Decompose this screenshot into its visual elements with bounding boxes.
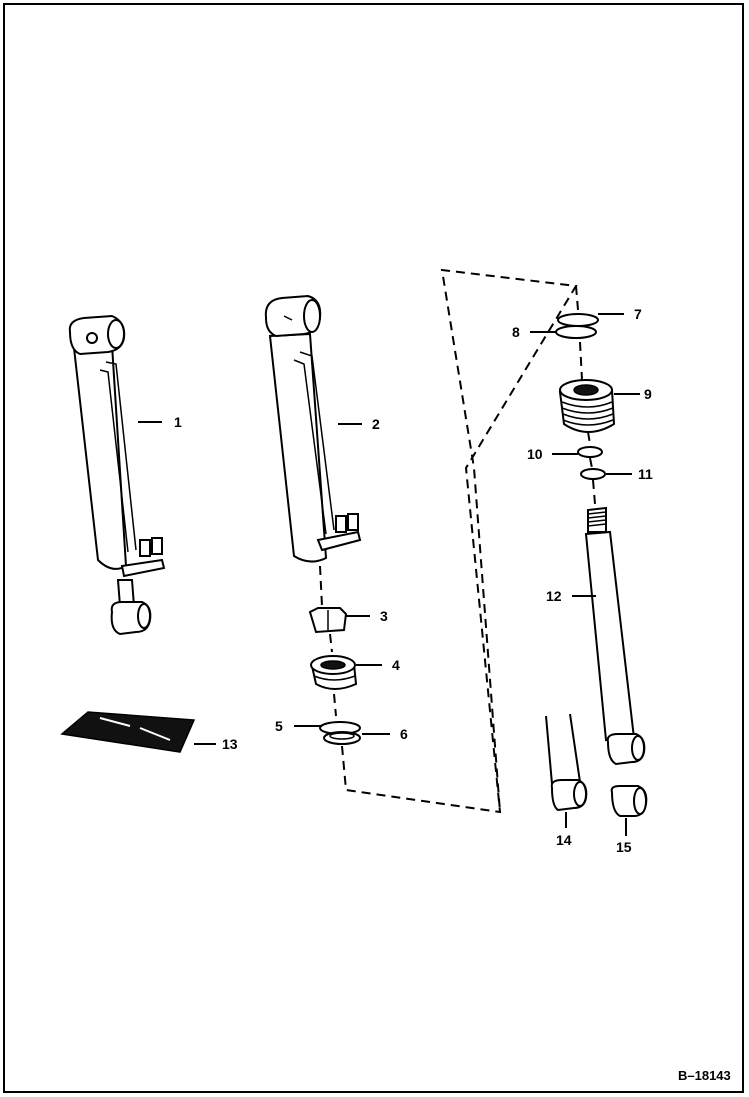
seal-ring-5-6: [319, 721, 361, 745]
callout-12: 12: [546, 588, 562, 604]
callout-13: 13: [222, 736, 238, 752]
cylinder-barrel-2: [264, 294, 362, 563]
bushing-14: [545, 713, 588, 812]
callout-8: 8: [512, 324, 520, 340]
diagram-frame: [3, 3, 744, 1093]
leader-lines: [138, 313, 640, 836]
callout-10: 10: [527, 446, 543, 462]
cylinder-head-9: [558, 379, 616, 433]
callout-15: 15: [616, 839, 632, 855]
callout-5: 5: [275, 718, 283, 734]
callout-14: 14: [556, 832, 572, 848]
callout-7: 7: [634, 306, 642, 322]
o-ring-11: [580, 468, 606, 480]
piston-4: [310, 655, 358, 690]
wear-rings-7-8: [555, 313, 599, 339]
callout-11: 11: [638, 466, 653, 482]
callout-6: 6: [400, 726, 408, 742]
lock-nut-3: [308, 607, 348, 634]
callout-4: 4: [392, 657, 400, 673]
callout-2: 2: [372, 416, 380, 432]
decal-13: [60, 711, 196, 753]
callout-9: 9: [644, 386, 652, 402]
seal-10: [577, 446, 603, 458]
cylinder-assembly-1: [68, 314, 166, 636]
callout-3: 3: [380, 608, 388, 624]
figure-reference: B–18143: [678, 1068, 731, 1083]
bushing-15: [610, 785, 648, 817]
piston-rod-12: [584, 506, 646, 766]
callout-1: 1: [174, 414, 182, 430]
